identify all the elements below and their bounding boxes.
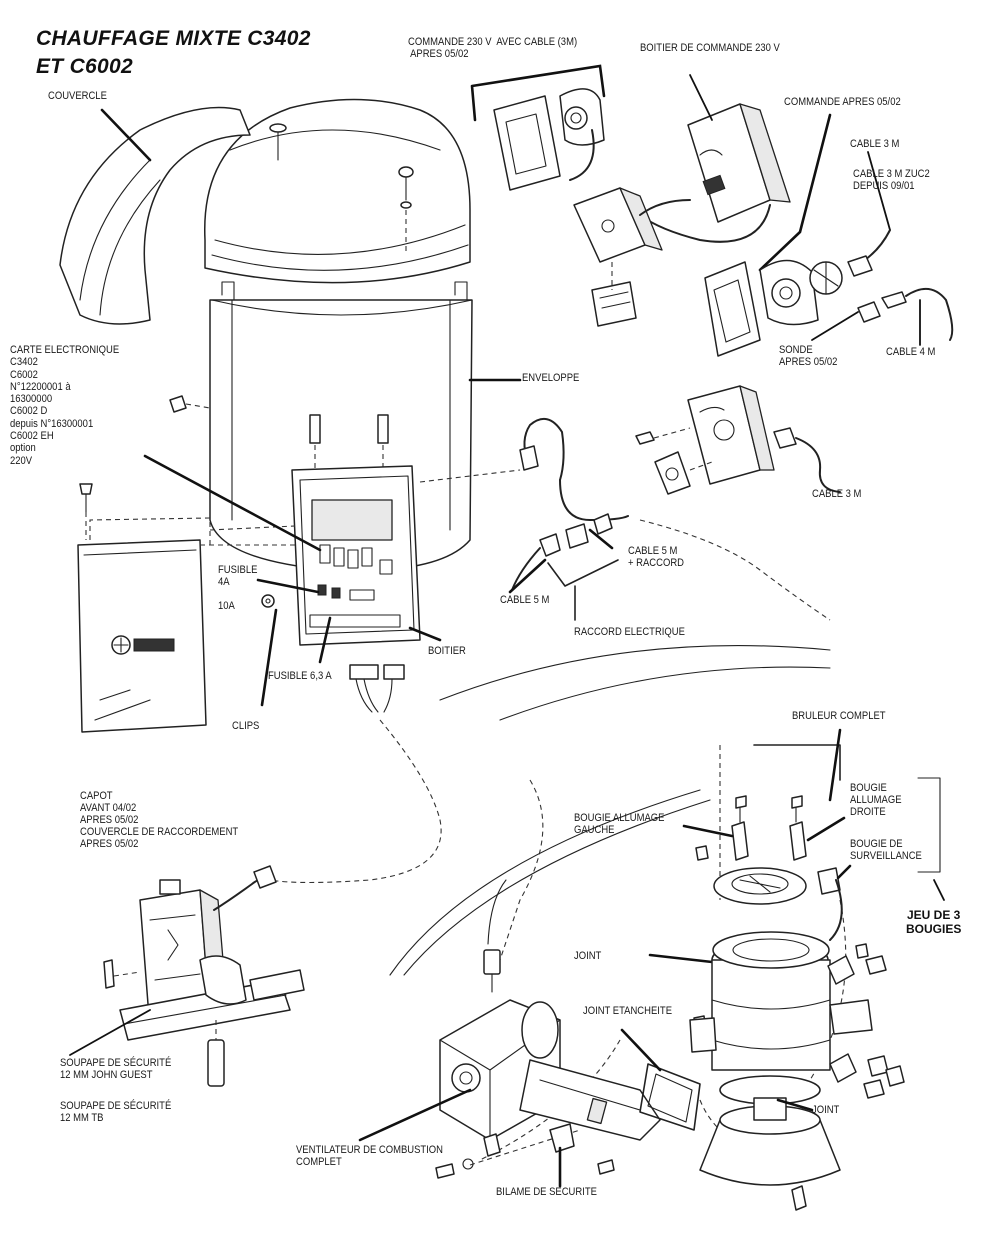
control-box-right	[635, 385, 841, 495]
capot-cover	[77, 483, 296, 733]
label-cable-4m: CABLE 4 M	[886, 346, 936, 358]
label-enveloppe: ENVELOPPE	[522, 372, 580, 384]
label-cable-3m-top: CABLE 3 M	[850, 138, 900, 150]
diagram-title-line1: CHAUFFAGE MIXTE C3402	[36, 27, 311, 50]
label-soupape-john-guest: SOUPAPE DE SÉCURITÉ 12 MM JOHN GUEST	[60, 1057, 172, 1081]
label-couvercle: COUVERCLE	[48, 90, 107, 102]
label-bilame: BILAME DE SECURITE	[496, 1186, 597, 1198]
sonde-cable-4m	[811, 288, 954, 346]
clips-part	[261, 594, 275, 608]
commande-230v-group	[470, 64, 606, 191]
bruleur-complet	[648, 728, 945, 1211]
label-cable-3m-mid: CABLE 3 M	[812, 488, 862, 500]
wire-curves	[389, 645, 831, 976]
label-boitier: BOITIER	[428, 645, 466, 657]
label-cable-5m: CABLE 5 M	[500, 594, 550, 606]
label-carte-electronique: CARTE ELECTRONIQUE C3402 C6002 N°1220000…	[10, 344, 120, 467]
label-boitier-commande: BOITIER DE COMMANDE 230 V	[640, 42, 780, 54]
label-raccord-electrique: RACCORD ELECTRIQUE	[574, 626, 685, 638]
label-bruleur-complet: BRULEUR COMPLET	[792, 710, 886, 722]
label-joint-upper: JOINT	[574, 950, 602, 962]
label-cable-5m-raccord: CABLE 5 M + RACCORD	[628, 545, 684, 569]
label-capot: CAPOT AVANT 04/02 APRES 05/02 COUVERCLE …	[80, 790, 239, 850]
label-fusible-10a: 10A	[218, 600, 235, 612]
label-joint-etancheite: JOINT ETANCHEITE	[583, 1005, 673, 1017]
label-bougie-allumage-droite: BOUGIE ALLUMAGE DROITE	[850, 782, 902, 818]
cable-5m-raccord	[419, 417, 629, 621]
enveloppe-body	[204, 98, 473, 572]
label-bougie-surveillance: BOUGIE DE SURVEILLANCE	[850, 838, 922, 862]
label-fusible-63a: FUSIBLE 6,3 A	[268, 670, 332, 682]
label-joint-lower: JOINT	[812, 1104, 840, 1116]
label-bougie-allumage-gauche: BOUGIE ALLUMAGE GAUCHE	[574, 812, 665, 836]
label-sonde: SONDE APRES 05/02	[779, 344, 838, 368]
boitier-electronics	[291, 465, 421, 713]
label-fusible-4a: FUSIBLE 4A	[218, 564, 258, 588]
label-commande-230v-cable: COMMANDE 230 V AVEC CABLE (3M) APRES 05/…	[408, 36, 578, 60]
leader-lines	[100, 108, 614, 707]
label-ventilateur: VENTILATEUR DE COMBUSTION COMPLET	[296, 1144, 444, 1168]
diagram-title-line2: ET C6002	[36, 55, 133, 78]
label-jeu-de-3-bougies: JEU DE 3 BOUGIES	[906, 908, 962, 936]
soupape-securite	[69, 865, 305, 1087]
commande-apres-group	[704, 113, 843, 357]
truma-logo-icon	[111, 635, 175, 655]
connector-plug	[483, 879, 507, 993]
screw-left	[169, 395, 211, 413]
label-commande-apres: COMMANDE APRES 05/02	[784, 96, 901, 108]
ventilateur-combustion	[358, 999, 661, 1188]
label-soupape-tb: SOUPAPE DE SÉCURITÉ 12 MM TB	[60, 1100, 172, 1124]
label-cable-3m-zuc2: CABLE 3 M ZUC2 DEPUIS 09/01	[853, 168, 930, 192]
label-clips: CLIPS	[232, 720, 260, 732]
junction-box	[573, 187, 691, 327]
cable-3m-zuc2	[847, 151, 891, 277]
couvercle-shape	[59, 106, 251, 325]
boitier-commande-230v	[639, 74, 791, 243]
